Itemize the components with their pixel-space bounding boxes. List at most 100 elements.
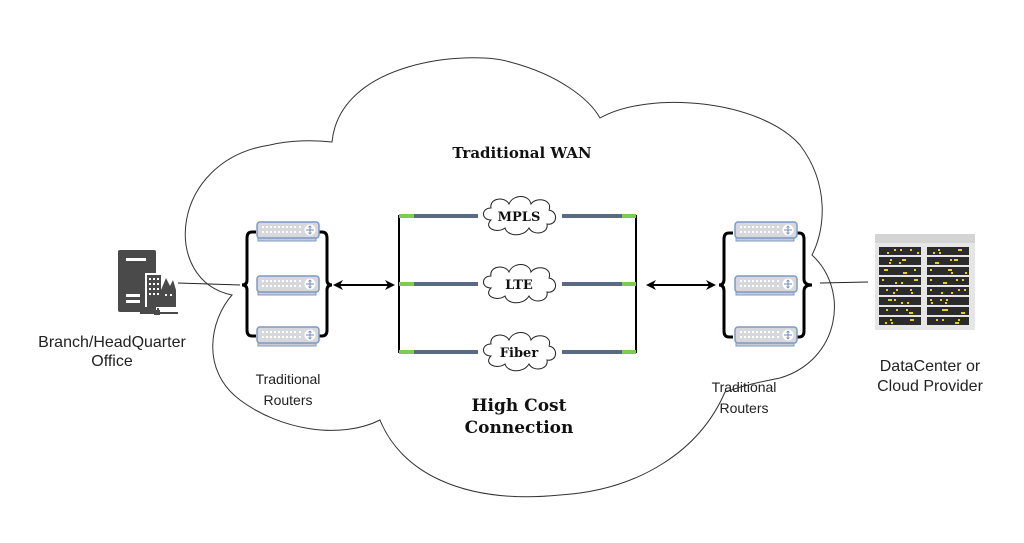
rack-led	[964, 289, 966, 291]
rack-led	[956, 279, 958, 281]
rack-led	[941, 292, 943, 294]
rack-led	[887, 252, 889, 254]
rack-led	[884, 269, 886, 271]
rack-led	[939, 252, 941, 254]
rack-led	[940, 299, 942, 301]
rack-led	[937, 262, 939, 264]
rack-led	[950, 259, 952, 261]
rack-led	[943, 282, 945, 284]
rack-led	[950, 269, 952, 271]
right-site-label-line1: DataCenter or	[880, 358, 981, 375]
rack-led	[958, 289, 960, 291]
left-router-brace-right	[318, 230, 333, 338]
rack-led	[938, 249, 940, 251]
rack-led	[960, 249, 962, 251]
rack-unit	[927, 247, 969, 255]
rack-led	[901, 282, 903, 284]
rack-led	[885, 322, 887, 324]
rack-led	[905, 272, 907, 274]
right-site-label-line2: Cloud Provider	[877, 378, 984, 395]
rack-unit	[879, 257, 921, 265]
rack-led	[951, 292, 953, 294]
rack-led	[907, 302, 909, 304]
rack-unit	[879, 307, 921, 315]
left-site-label-line1: Branch/HeadQuarter	[38, 334, 186, 351]
rack-led	[896, 309, 898, 311]
link-mpls: MPLS	[399, 196, 636, 236]
rack-unit	[927, 257, 969, 265]
rack-led	[958, 319, 960, 321]
rack-led	[893, 292, 895, 294]
rack-led	[910, 249, 912, 251]
rack-led	[890, 299, 892, 301]
link-label: LTE	[505, 278, 533, 293]
rack-led	[894, 249, 896, 251]
rack-led	[903, 272, 905, 274]
rack-unit	[879, 267, 921, 275]
rack-led	[890, 259, 892, 261]
right-site-connector	[819, 281, 869, 284]
link-label: Fiber	[500, 346, 539, 361]
rack-led	[900, 249, 902, 251]
link-label: MPLS	[498, 210, 541, 225]
right-router-brace	[718, 231, 733, 339]
rack-led	[890, 319, 892, 321]
rack-led	[955, 322, 957, 324]
left-routers-label-line1: Traditional	[256, 371, 321, 387]
rack-led	[945, 302, 947, 304]
rack-led	[910, 289, 912, 291]
rack-unit	[927, 287, 969, 295]
link-fiber: Fiber	[399, 332, 636, 372]
rack-led	[963, 312, 965, 314]
rack-led	[957, 322, 959, 324]
rack-led	[899, 262, 901, 264]
rack-led	[914, 269, 916, 271]
rack-led	[944, 309, 946, 311]
rack-unit	[879, 277, 921, 285]
rack-led	[886, 309, 888, 311]
office-building-server-icon	[118, 250, 178, 315]
rack-led	[933, 252, 935, 254]
rack-led	[886, 269, 888, 271]
rack-led	[965, 272, 967, 274]
rack-unit	[927, 317, 969, 325]
rack-led	[942, 309, 944, 311]
rack-led	[962, 279, 964, 281]
rack-led	[896, 289, 898, 291]
left-site-label-line2: Office	[91, 353, 133, 370]
rack-led	[891, 322, 893, 324]
router-icon	[734, 221, 798, 242]
server-rack-icon	[875, 234, 975, 330]
rack-led	[901, 302, 903, 304]
left-site-connector	[177, 282, 241, 286]
rack-led	[954, 259, 956, 261]
rack-led	[916, 279, 918, 281]
left-routers-label-line2: Routers	[263, 392, 312, 408]
rack-led	[942, 319, 944, 321]
diagram-title: Traditional WAN	[452, 144, 592, 162]
rack-unit	[879, 317, 921, 325]
rack-led	[946, 309, 948, 311]
right-routers-label-line2: Routers	[719, 400, 768, 416]
rack-led	[909, 312, 911, 314]
rack-unit	[927, 277, 969, 285]
rack-led	[956, 259, 958, 261]
rack-led	[912, 319, 914, 321]
rack-led	[958, 249, 960, 251]
cost-label-line2: Connection	[465, 418, 574, 438]
rack-led	[894, 299, 896, 301]
rack-led	[911, 312, 913, 314]
router-icon	[256, 275, 320, 296]
rack-led	[961, 312, 963, 314]
rack-led	[886, 289, 888, 291]
right-routers-label-line1: Traditional	[712, 379, 777, 395]
link-lte: LTE	[399, 264, 636, 304]
rack-led	[910, 319, 912, 321]
rack-led	[911, 292, 913, 294]
rack-led	[889, 262, 891, 264]
rack-led	[936, 319, 938, 321]
rack-led	[930, 289, 932, 291]
rack-led	[945, 282, 947, 284]
